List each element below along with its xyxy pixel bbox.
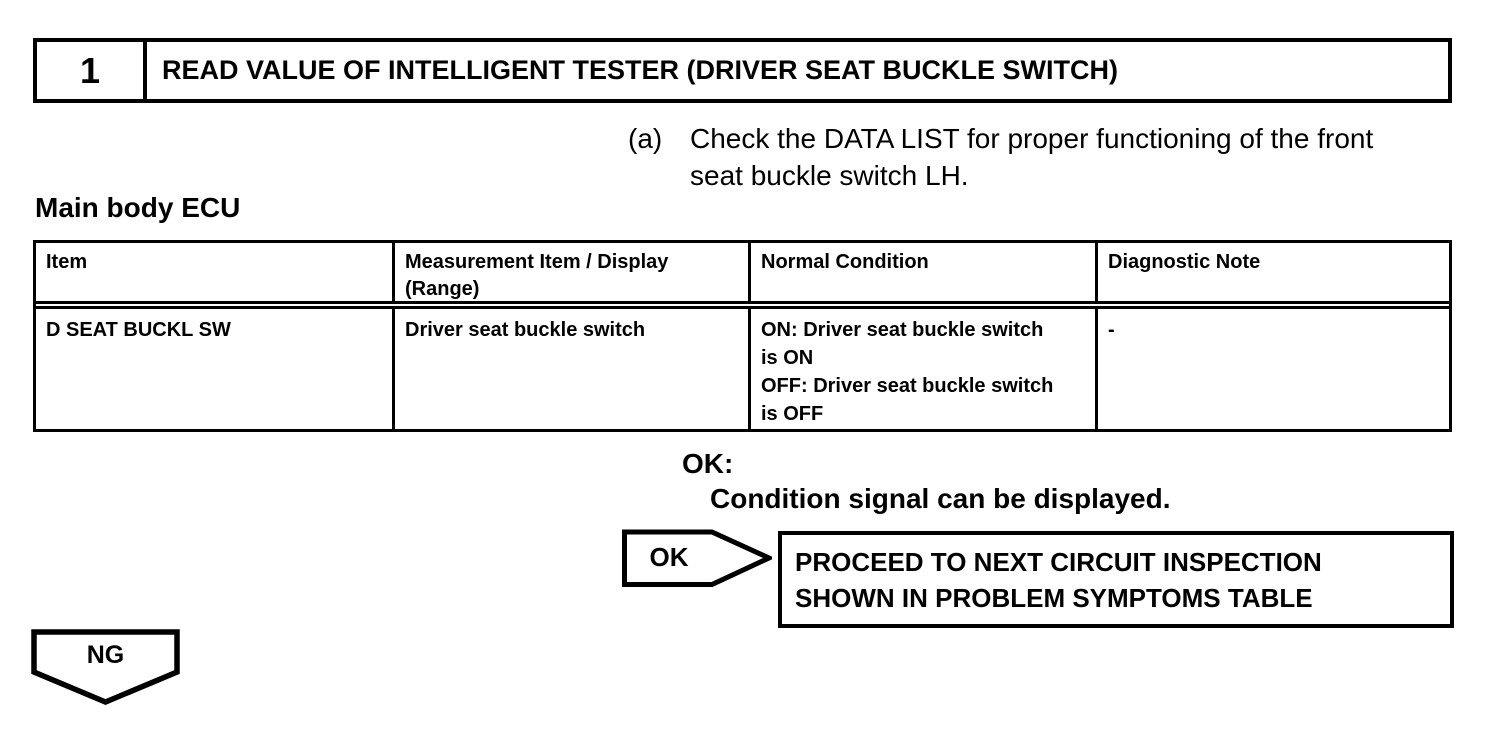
cell-normal-condition: ON: Driver seat buckle switch is ON OFF:… [751, 309, 1098, 429]
result-description: Condition signal can be displayed. [710, 483, 1171, 514]
ok-arrow-shape [622, 529, 772, 587]
header-cell-item: Item [36, 243, 395, 301]
step-header: 1 READ VALUE OF INTELLIGENT TESTER (DRIV… [33, 38, 1452, 103]
ok-connector-label: OK [649, 541, 689, 572]
cell-normal-condition-text: ON: Driver seat buckle switch is ON OFF:… [761, 319, 1054, 425]
cell-measurement: Driver seat buckle switch [395, 309, 751, 429]
ok-connector: OK [622, 529, 772, 588]
instruction-text: Check the DATA LIST for proper functioni… [690, 123, 1374, 191]
table-header-row: Item Measurement Item / Display (Range) … [36, 243, 1449, 309]
result-label: OK: [682, 448, 734, 479]
step-title: READ VALUE OF INTELLIGENT TESTER (DRIVER… [162, 55, 1118, 85]
instruction-row: (a) Check the DATA LIST for proper funct… [628, 120, 1458, 194]
header-cell-measurement: Measurement Item / Display (Range) [395, 243, 751, 301]
cell-diagnostic-note: - [1108, 319, 1115, 341]
table-row: D SEAT BUCKL SW Driver seat buckle switc… [36, 309, 1449, 429]
ng-connector: NG [31, 629, 180, 706]
ng-pentagon-shape [31, 629, 180, 705]
proceed-action-box: PROCEED TO NEXT CIRCUIT INSPECTION SHOWN… [778, 531, 1454, 628]
ng-connector-label: NG [86, 640, 125, 669]
data-list-table: Item Measurement Item / Display (Range) … [33, 240, 1452, 432]
section-heading: Main body ECU [35, 192, 241, 223]
instruction-label: (a) [628, 123, 663, 154]
cell-item: D SEAT BUCKL SW [36, 309, 395, 429]
header-cell-diagnostic-note: Diagnostic Note [1108, 251, 1261, 273]
header-cell-normal-condition: Normal Condition [751, 243, 1098, 301]
step-number: 1 [37, 42, 147, 99]
